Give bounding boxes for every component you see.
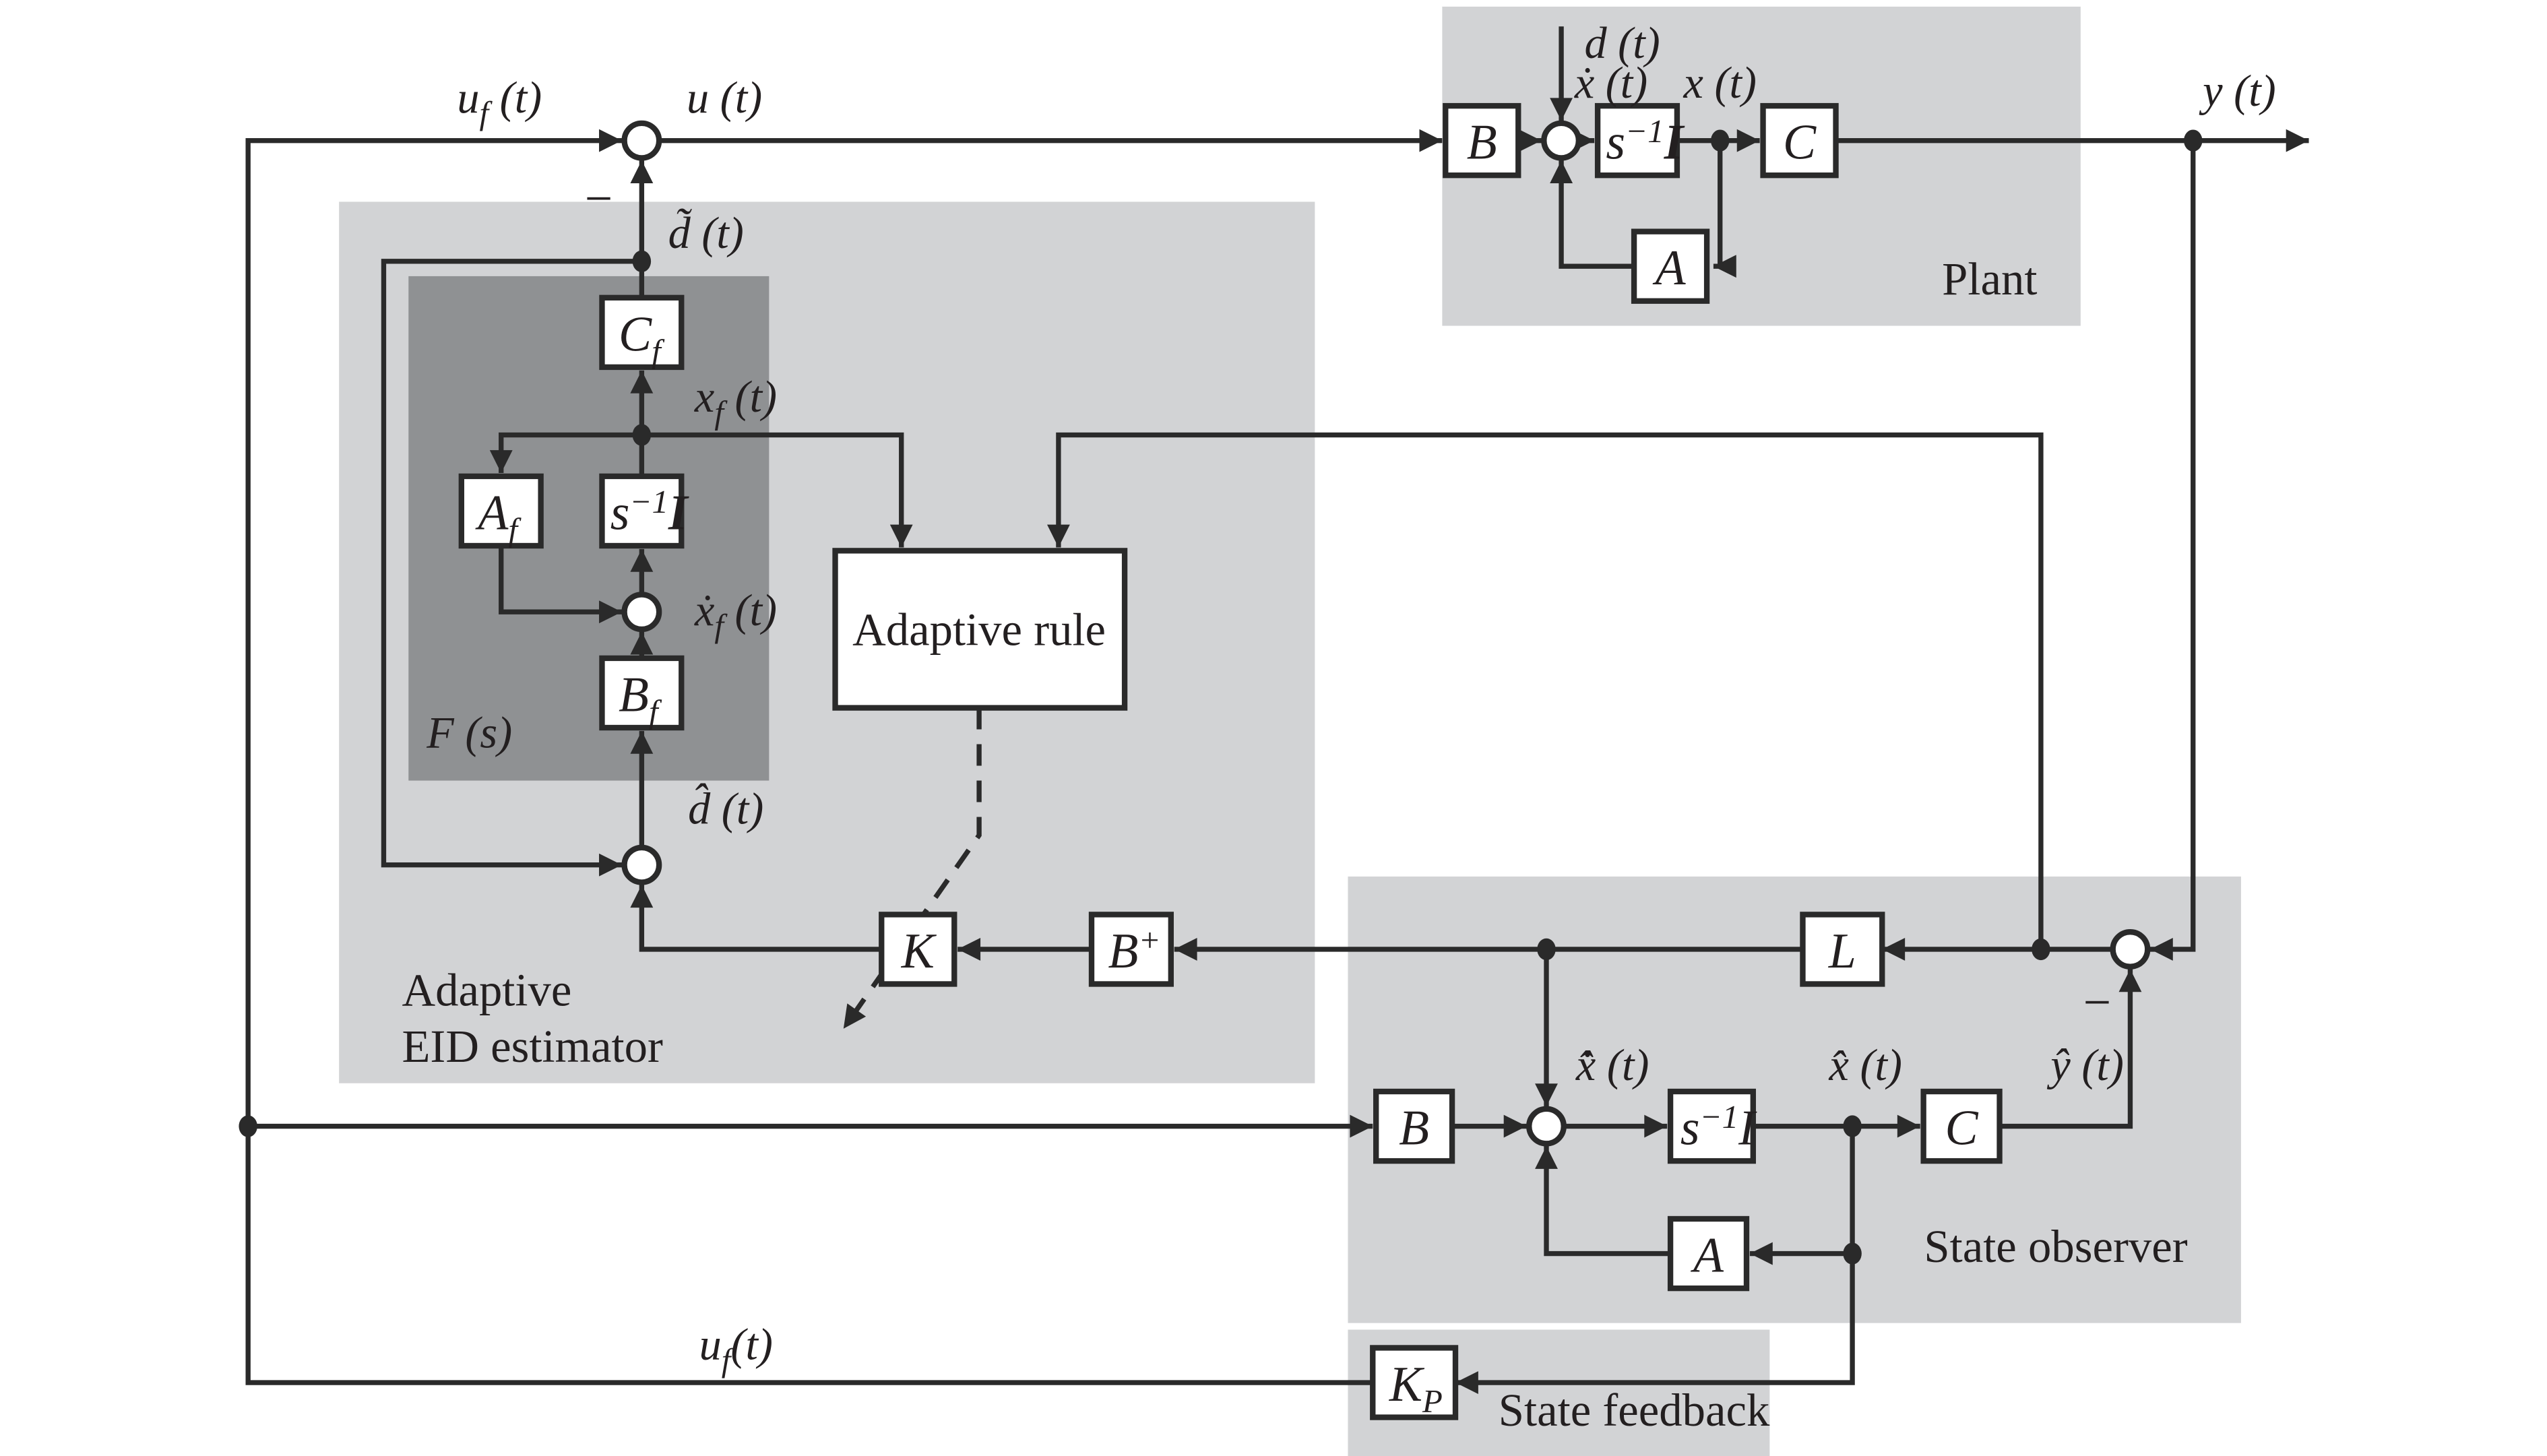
block-bf	[599, 655, 685, 731]
label-xfdot: ẋf (t)	[694, 586, 777, 644]
block-filter-integrator-label: s−1I	[610, 483, 689, 540]
block-plant-integrator-label: s−1I	[1606, 113, 1685, 170]
wire-yhat-to-error-sum	[1999, 969, 2142, 1129]
block-cf	[599, 294, 685, 371]
label-u: u (t)	[687, 73, 762, 123]
label-d: d (t)	[1584, 19, 1660, 68]
wire-observer-a-to-sum	[1535, 1146, 1671, 1257]
block-bplus	[1088, 912, 1174, 987]
block-filter-integrator	[599, 473, 685, 549]
block-kp	[1370, 1345, 1459, 1420]
label-dhat: d̂ (t)	[688, 784, 763, 833]
label-uf-top: uf (t)	[457, 73, 542, 131]
sum-junction-dhat	[621, 844, 662, 885]
label-dtilde: d̃ (t)	[668, 209, 744, 258]
node-y-output	[2183, 129, 2203, 152]
label-x: x (t)	[1683, 59, 1757, 108]
block-k	[879, 912, 957, 987]
block-plant-c-label: C	[1783, 115, 1817, 170]
block-af	[458, 473, 544, 549]
block-adaptive-rule	[832, 548, 1128, 711]
sum-junction-control-input	[621, 120, 662, 161]
block-l	[1800, 912, 1885, 987]
sum-junction-xfdot	[621, 592, 662, 633]
block-observer-integrator	[1667, 1088, 1756, 1164]
block-plant-b	[1443, 102, 1521, 179]
caption-estimator-line1: Adaptive	[402, 964, 571, 1015]
wire-af-to-xfdot-sum	[499, 546, 622, 624]
wire-uf-feedback-loop	[245, 129, 1373, 1385]
node-l-output-branch	[1537, 938, 1556, 961]
block-observer-a	[1667, 1215, 1750, 1292]
block-plant-a	[1631, 228, 1710, 304]
node-xf	[632, 424, 652, 446]
wire-xf-to-adaptive-rule	[641, 432, 913, 548]
block-observer-c	[1920, 1088, 2003, 1164]
node-uf-branch	[239, 1115, 257, 1137]
block-k-label: K	[901, 923, 937, 978]
node-xhat-a-branch	[1843, 1242, 1862, 1265]
label-uf-bottom: uf(t)	[699, 1321, 773, 1379]
caption-state-observer: State observer	[1924, 1221, 2187, 1272]
block-observer-integrator-label: s−1I	[1680, 1098, 1757, 1156]
wire-dtilde-feedback-to-dhat-sum	[381, 259, 642, 877]
block-plant-c	[1760, 102, 1839, 179]
wire-y-to-error-sum	[2149, 140, 2196, 961]
label-xf: xf (t)	[694, 373, 777, 431]
block-plant-integrator	[1594, 102, 1680, 179]
block-l-label: L	[1828, 923, 1856, 978]
caption-estimator-line2: EID estimator	[402, 1021, 662, 1072]
wire-xf-to-af	[489, 432, 642, 474]
block-plant-b-label: B	[1467, 115, 1497, 170]
block-observer-b	[1373, 1088, 1455, 1164]
sum-junction-plant	[1541, 120, 1582, 161]
label-xdot: ẋ (t)	[1574, 59, 1648, 108]
minus-sign-input-sum: −	[585, 170, 613, 226]
block-observer-a-label: A	[1690, 1228, 1724, 1283]
node-error-branch	[2032, 938, 2050, 961]
block-adaptive-rule-label: Adaptive rule	[852, 604, 1106, 655]
label-xhat: x̂ (t)	[1828, 1041, 1902, 1090]
label-filter-fs: F (s)	[426, 708, 512, 757]
minus-sign-error-sum: −	[2083, 974, 2112, 1030]
caption-state-feedback: State feedback	[1499, 1385, 1770, 1436]
wire-xhat-to-kp	[1455, 1253, 1855, 1394]
label-xhatdot: x̂̇ (t)	[1575, 1041, 1649, 1090]
block-plant-a-label: A	[1652, 240, 1687, 295]
wire-adaptive-rule-tunes-k-dashed	[841, 707, 982, 1030]
block-observer-b-label: B	[1399, 1100, 1429, 1156]
block-observer-c-label: C	[1945, 1100, 1979, 1156]
sum-junction-observer	[1526, 1106, 1567, 1147]
node-xhat	[1843, 1115, 1862, 1137]
block-kp-label: KP	[1389, 1356, 1443, 1420]
wire-k-to-dhat-sum	[630, 885, 882, 952]
label-yhat: ŷ (t)	[2046, 1041, 2124, 1090]
block-bplus-label: B+	[1108, 921, 1161, 978]
wire-error-to-adaptive-rule	[1046, 432, 2044, 949]
node-x-state	[1710, 129, 1730, 152]
wire-plant-a-to-sum	[1550, 160, 1635, 269]
sum-junction-output-error	[2110, 928, 2151, 970]
wire-x-to-plant-a	[1713, 140, 1736, 278]
caption-plant: Plant	[1942, 253, 2037, 305]
node-dtilde	[632, 250, 652, 273]
label-y: y (t)	[2199, 67, 2276, 116]
